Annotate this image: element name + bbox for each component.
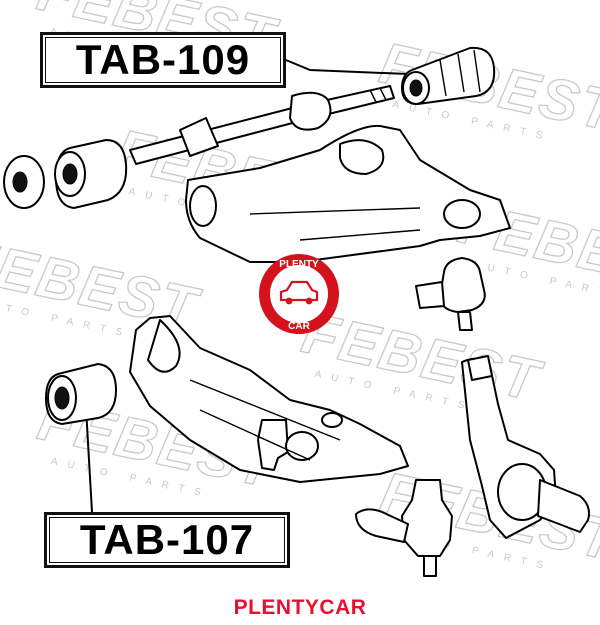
part-number-top: TAB-109 <box>75 36 251 83</box>
lower-ball-joint <box>355 479 453 577</box>
upper-arm-shaft <box>129 85 395 165</box>
bushing-tab-109 <box>401 46 496 105</box>
bushing-tab-107 <box>45 363 117 425</box>
upper-ball-joint <box>415 257 486 331</box>
steering-knuckle <box>461 355 590 539</box>
logo-text-top: PLENTY <box>279 259 319 270</box>
footer-brand-text: PLENTYCAR <box>233 596 367 619</box>
logo-text-bottom: CAR <box>288 321 310 332</box>
plentycar-logo: PLENTY CAR <box>259 254 339 334</box>
part-label-tab-107: TAB-107 <box>44 512 290 568</box>
part-number-bottom: TAB-107 <box>79 516 255 563</box>
leader-lines <box>85 59 409 513</box>
upper-control-arm <box>185 124 511 263</box>
logo-inner <box>270 265 328 323</box>
part-label-tab-109: TAB-109 <box>40 32 286 88</box>
upper-left-bushings <box>3 139 128 209</box>
suspension-diagram: FEBEST FEBEST AUTO PARTS AUTO PARTS FEBE… <box>0 0 600 577</box>
lower-control-arm <box>129 315 409 483</box>
car-icon <box>279 280 319 302</box>
leader-line-top <box>285 59 409 75</box>
leader-line-bottom <box>85 407 93 513</box>
